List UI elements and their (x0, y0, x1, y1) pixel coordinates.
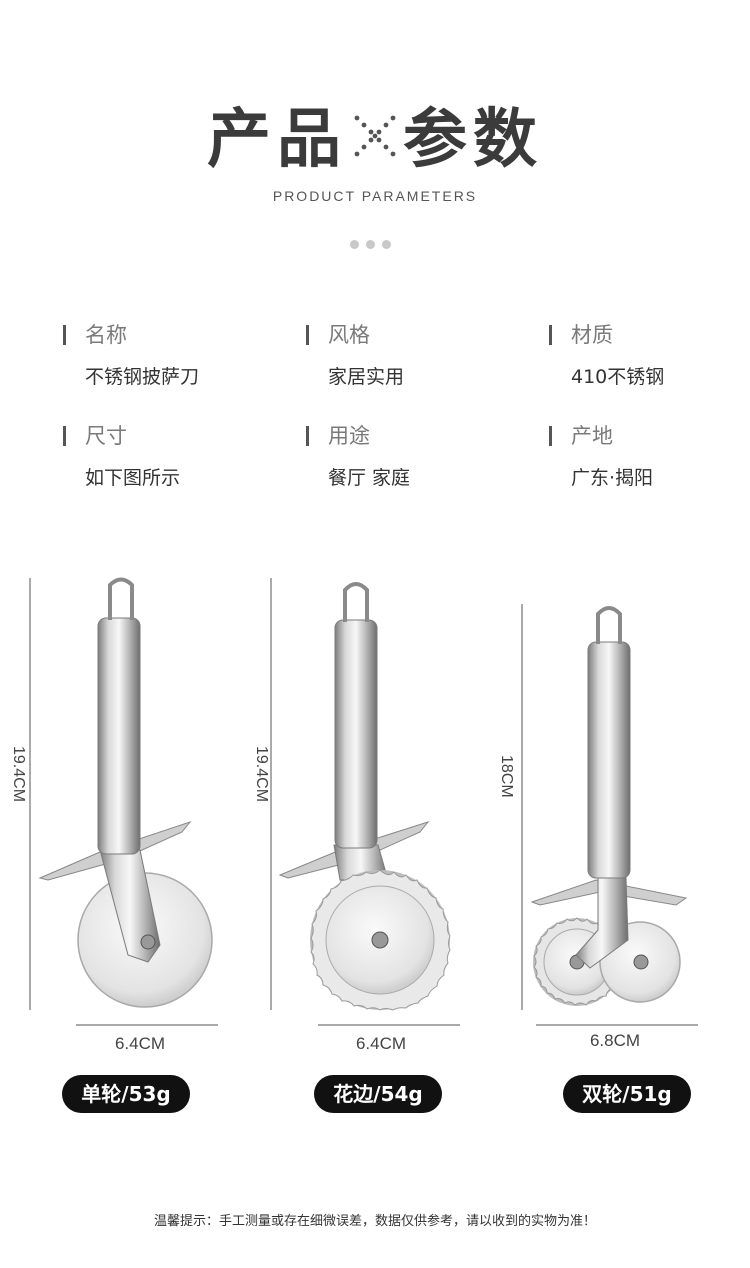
param-value: 广东·揭阳 (571, 467, 654, 489)
param-origin: 产地 广东·揭阳 (549, 421, 749, 490)
param-material: 材质 410不锈钢 (549, 320, 749, 389)
width-label: 6.4CM (355, 1034, 407, 1053)
footer-note: 温馨提示：手工测量或存在细微误差，数据仅供参考，请以收到的实物为准！ (153, 1214, 596, 1229)
param-label: 用途 (306, 421, 506, 451)
param-label: 材质 (549, 320, 749, 350)
param-label: 风格 (306, 320, 506, 350)
param-style: 风格 家居实用 (306, 320, 506, 389)
param-value: 410不锈钢 (571, 366, 665, 388)
title-left: 产品 (207, 103, 347, 177)
double-wheel-cutter (530, 606, 688, 1006)
width-label: 6.8CM (589, 1031, 641, 1050)
product-badge-double: 双轮/51g (563, 1075, 691, 1113)
fluted-wheel-cutter (278, 582, 451, 1011)
param-label: 尺寸 (63, 421, 263, 451)
page-title: 产品 参数 (0, 88, 750, 180)
single-wheel-cutter (38, 577, 213, 1008)
param-value: 不锈钢披萨刀 (85, 366, 200, 388)
param-name: 名称 不锈钢披萨刀 (63, 320, 263, 389)
param-value: 餐厅 家庭 (328, 467, 411, 489)
cross-icon (354, 116, 396, 157)
height-label: 18CM (498, 755, 515, 798)
product-badge-single: 单轮/53g (62, 1075, 190, 1113)
param-usage: 用途 餐厅 家庭 (306, 421, 506, 490)
param-label: 产地 (549, 421, 749, 451)
param-value: 家居实用 (328, 366, 405, 388)
product-badge-fluted: 花边/54g (314, 1075, 442, 1113)
width-label: 6.4CM (114, 1034, 166, 1053)
page-subtitle: PRODUCT PARAMETERS (272, 188, 478, 204)
title-right: 参数 (403, 103, 543, 177)
param-size: 尺寸 如下图所示 (63, 421, 263, 490)
param-value: 如下图所示 (85, 467, 181, 489)
height-label: 19.4CM (253, 746, 270, 803)
decorative-dots (350, 234, 402, 249)
param-label: 名称 (63, 320, 263, 350)
height-label: 19.4CM (10, 746, 27, 803)
